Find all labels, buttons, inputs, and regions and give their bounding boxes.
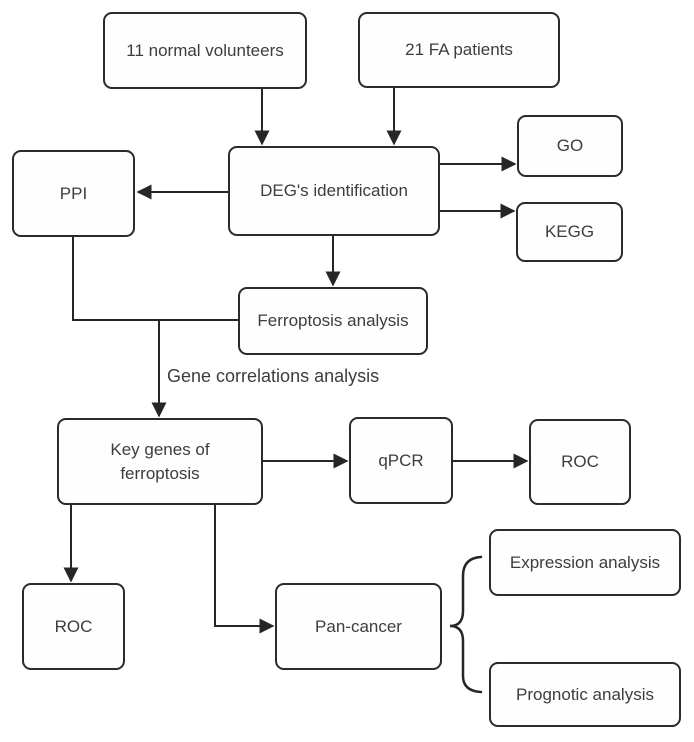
curly-brace	[449, 555, 483, 694]
node-label: ROC	[561, 452, 599, 472]
node-pan-cancer: Pan-cancer	[275, 583, 442, 670]
node-label: qPCR	[378, 450, 424, 470]
node-label: 11 normal volunteers	[126, 40, 284, 60]
node-normal-volunteers: 11 normal volunteers	[103, 12, 307, 89]
node-roc-qpcr: ROC	[529, 419, 631, 505]
node-key-genes-of-ferroptosis: Key genes of ferroptosis	[57, 418, 263, 505]
edge-keygenes-to-pancancer	[214, 505, 275, 634]
node-label: ROC	[54, 616, 93, 636]
node-label: Prognotic analysis	[516, 684, 654, 704]
node-label: Pan-cancer	[315, 616, 402, 636]
node-label: DEG's identification	[260, 181, 408, 201]
node-label: Expression analysis	[509, 552, 661, 572]
node-kegg: KEGG	[516, 202, 623, 262]
edge-ppi-junction	[72, 237, 238, 321]
node-deg-identification: DEG's identification	[228, 146, 440, 236]
node-qpcr: qPCR	[349, 417, 453, 504]
edge-label-gene-correlations: Gene correlations analysis	[167, 366, 380, 386]
node-expression-analysis: Expression analysis	[489, 529, 681, 596]
node-label: GO	[556, 136, 584, 156]
node-fa-patients: 21 FA patients	[358, 12, 560, 88]
node-label: Ferroptosis analysis	[257, 311, 409, 331]
node-roc-keygenes: ROC	[22, 583, 125, 670]
node-label: Key genes of ferroptosis	[110, 439, 210, 483]
node-label: PPI	[59, 183, 88, 203]
node-go: GO	[517, 115, 623, 177]
node-label: KEGG	[544, 222, 595, 242]
node-label: 21 FA patients	[405, 40, 513, 60]
node-ferroptosis-analysis: Ferroptosis analysis	[238, 287, 428, 355]
node-prognotic-analysis: Prognotic analysis	[489, 662, 681, 727]
node-ppi: PPI	[12, 150, 135, 237]
